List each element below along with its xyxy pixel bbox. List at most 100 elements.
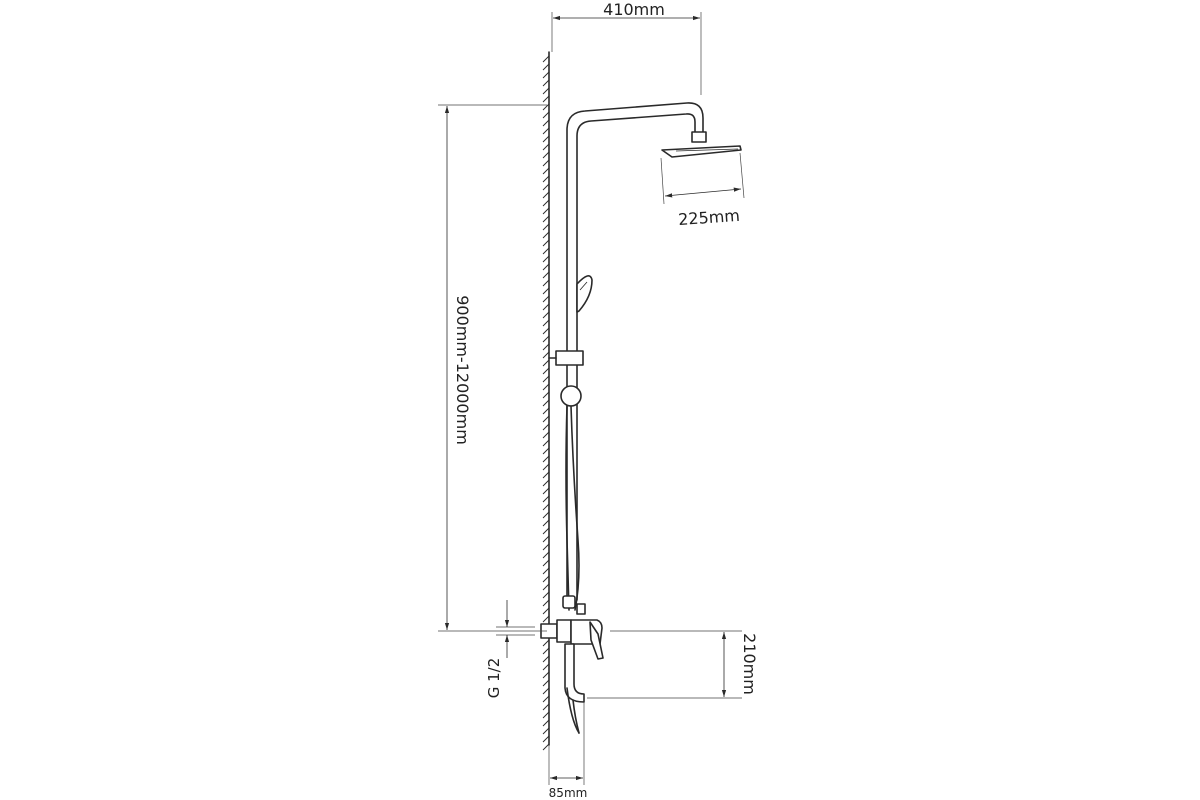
dim-wall-offset: 85mm [548,702,588,800]
hatch-stroke [542,71,550,79]
hatch-stroke [542,407,550,415]
hatch-stroke [542,503,550,511]
hose [560,385,582,611]
hatch-stroke [542,615,550,623]
rain-shower-head [661,131,742,158]
hatch-stroke [542,103,550,111]
hatch-stroke [542,663,550,671]
hatch-stroke [542,119,550,127]
hatch-stroke [542,247,550,255]
hatch-stroke [542,87,550,95]
hatch-stroke [542,543,550,551]
hatch-stroke [542,655,550,663]
hatch-stroke [542,255,550,263]
hatch-stroke [542,311,550,319]
hatch-stroke [542,191,550,199]
hand-shower [576,275,593,313]
hatch-stroke [542,495,550,503]
hatch-stroke [542,647,550,655]
hatch-stroke [542,159,550,167]
hatch-stroke [542,607,550,615]
label-arm-reach: 410mm [603,0,665,19]
hatch-stroke [542,263,550,271]
hatch-stroke [542,463,550,471]
hatch-stroke [542,559,550,567]
dim-column-height: 900mm-12000mm [438,104,547,632]
hatch-stroke [542,79,550,87]
hatch-stroke [542,359,550,367]
hatch-stroke [542,479,550,487]
hatch-stroke [542,55,550,63]
hatch-stroke [542,431,550,439]
dim-arm-reach: 410mm [551,0,702,95]
hatch-stroke [542,127,550,135]
hatch-stroke [542,679,550,687]
hatch-stroke [542,423,550,431]
hatch-stroke [542,711,550,719]
sliding-bracket [548,350,584,366]
hatch-stroke [542,511,550,519]
hatch-stroke [542,455,550,463]
hatch-stroke [542,575,550,583]
hatch-stroke [542,447,550,455]
hatch-stroke [542,567,550,575]
wall-hatching [542,55,550,751]
hatch-stroke [542,199,550,207]
hatch-stroke [542,639,550,647]
hatch-stroke [542,527,550,535]
hatch-stroke [542,111,550,119]
hatch-stroke [542,95,550,103]
hatch-stroke [542,271,550,279]
hatch-stroke [542,399,550,407]
hatch-stroke [542,583,550,591]
hatch-stroke [542,183,550,191]
hatch-stroke [542,223,550,231]
riser-pipe [566,102,704,601]
hatch-stroke [542,231,550,239]
hatch-stroke [542,551,550,559]
hatch-stroke [542,343,550,351]
hatch-stroke [542,383,550,391]
hatch-stroke [542,279,550,287]
hatch-stroke [542,487,550,495]
dim-inlet-thread: G 1/2 [485,600,535,698]
hatch-stroke [542,319,550,327]
hatch-stroke [542,415,550,423]
wall [542,51,550,751]
hatch-stroke [542,743,550,751]
hatch-stroke [542,367,550,375]
hatch-stroke [542,351,550,359]
hatch-stroke [542,215,550,223]
label-mixer-to-spout: 210mm [740,633,759,695]
hatch-stroke [542,287,550,295]
hatch-stroke [542,703,550,711]
hatch-stroke [542,391,550,399]
hatch-stroke [542,303,550,311]
hatch-stroke [542,295,550,303]
hatch-stroke [542,535,550,543]
hatch-stroke [542,375,550,383]
hatch-stroke [542,135,550,143]
hatch-stroke [542,151,550,159]
hatch-stroke [542,687,550,695]
hatch-stroke [542,735,550,743]
hatch-stroke [542,695,550,703]
hatch-stroke [542,519,550,527]
hatch-stroke [542,239,550,247]
label-wall-offset: 85mm [549,786,588,800]
hatch-stroke [542,599,550,607]
hatch-stroke [542,175,550,183]
hatch-stroke [542,471,550,479]
hatch-stroke [542,719,550,727]
hatch-stroke [542,335,550,343]
hatch-stroke [542,327,550,335]
bath-mixer [540,595,604,734]
dim-mixer-to-spout: 210mm [587,630,759,699]
hatch-stroke [542,671,550,679]
hatch-stroke [542,439,550,447]
hatch-stroke [542,727,550,735]
hatch-stroke [542,207,550,215]
hatch-stroke [542,143,550,151]
label-head-diameter: 225mm [678,206,741,229]
